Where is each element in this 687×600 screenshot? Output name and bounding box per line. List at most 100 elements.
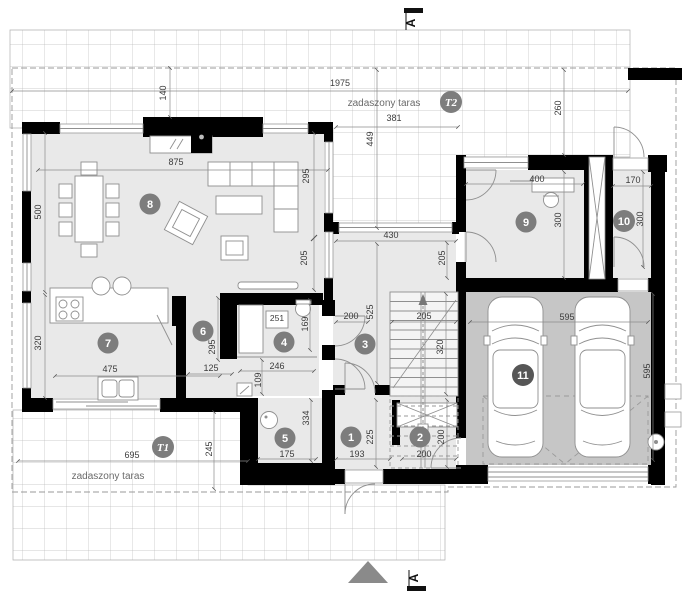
bar-stool	[91, 276, 111, 296]
kitchen-counter	[49, 287, 169, 324]
dim-r8-right-top: 295	[301, 168, 311, 183]
svg-text:T2: T2	[445, 97, 458, 109]
room-badge-7: 7	[97, 332, 119, 354]
dim-r11-width: 595	[559, 312, 574, 322]
svg-text:1: 1	[348, 432, 354, 444]
dim-r10-width: 170	[625, 175, 640, 185]
room-badge-3: 3	[354, 333, 376, 355]
window-hall-glazing	[338, 222, 453, 233]
section-markers: A A	[348, 8, 426, 591]
dim-r7-width: 475	[102, 364, 117, 374]
dim-t2-side: 260	[553, 100, 563, 115]
dim-t2-edge: 140	[158, 85, 168, 100]
dim-r4-height: 169	[300, 316, 310, 331]
door-office-hall	[465, 231, 497, 263]
stove	[55, 296, 84, 322]
front-door	[344, 469, 384, 515]
window-living-right	[324, 141, 334, 279]
dim-r2-height: 200	[436, 429, 446, 444]
room-badge-5: 5	[274, 427, 296, 449]
section-letter-top: A	[404, 18, 418, 27]
room-badges: 8 7 6 4 5 3 1 2 9 10 11 T2 T1	[97, 91, 635, 458]
room-badge-2: 2	[409, 426, 431, 448]
room-badge-10: 10	[613, 210, 635, 232]
dim-r3-stair-width: 205	[416, 311, 431, 321]
dim-r5-height: 334	[301, 410, 311, 425]
chimney-flue-icon	[199, 134, 204, 140]
dim-total-width: 1975	[330, 78, 350, 88]
sofa-set	[163, 161, 299, 290]
dim-r3-height: 525	[365, 304, 375, 319]
garage-pilaster-window	[664, 383, 682, 400]
wardrobe	[396, 402, 458, 428]
svg-text:5: 5	[282, 433, 288, 445]
svg-text:7: 7	[105, 338, 111, 350]
dim-r10-height: 300	[635, 211, 645, 226]
sink-bowl	[118, 379, 135, 398]
room-badge-9: 9	[515, 211, 537, 233]
coffee-table	[215, 195, 263, 215]
kitchen-fixtures	[49, 276, 169, 401]
flame-icon	[169, 138, 184, 150]
dim-t1-depth: 245	[204, 441, 214, 456]
dim-r1-height: 225	[365, 429, 375, 444]
stair-direction-arrow	[418, 294, 428, 305]
dim-r2-width: 200	[416, 449, 431, 459]
svg-text:3: 3	[362, 339, 368, 351]
dim-r8-height: 500	[33, 204, 43, 219]
svg-text:T1: T1	[157, 442, 169, 454]
garage-door-threshold	[487, 466, 649, 482]
terrace-t1-label: zadaszony taras	[72, 471, 145, 482]
door-office-terrace	[465, 169, 497, 201]
bathroom-fixtures	[236, 299, 317, 397]
dim-r1-width: 193	[349, 449, 364, 459]
dim-r6-height: 295	[207, 339, 217, 354]
section-cut-bar-bottom	[407, 586, 426, 591]
section-letter-bottom: A	[407, 573, 421, 582]
dim-r9-height: 300	[553, 212, 563, 227]
door-room10-outside	[612, 126, 649, 171]
door-room1-hall	[344, 362, 376, 394]
garage-pilaster-window	[664, 411, 682, 428]
dimension-lines	[9, 65, 656, 492]
terrace-badge-t2: T2	[440, 91, 462, 113]
doors	[156, 126, 649, 515]
dim-t2-depth: 449	[365, 131, 375, 146]
window-office-top	[463, 156, 529, 169]
dim-r9-width: 400	[529, 174, 544, 184]
tv-bench	[237, 281, 299, 290]
window-living-left	[22, 133, 32, 389]
dim-t2-width: 381	[386, 113, 401, 123]
svg-text:4: 4	[281, 337, 288, 349]
dim-r7-height: 320	[33, 335, 43, 350]
washer	[265, 310, 289, 329]
dim-r3-top-width: 430	[383, 230, 398, 240]
washbasin	[260, 411, 278, 429]
office-chair	[543, 192, 559, 208]
svg-text:10: 10	[618, 216, 630, 228]
dim-r11-height: 595	[642, 363, 652, 378]
svg-text:6: 6	[200, 326, 206, 338]
dim-r8-right-bottom: 205	[299, 250, 309, 265]
dim-r4-hall-height: 109	[253, 372, 263, 387]
room-badge-1: 1	[340, 426, 362, 448]
room-badge-8: 8	[139, 193, 161, 215]
bath-counter	[238, 304, 264, 354]
svg-text:2: 2	[417, 432, 423, 444]
dim-r3-door: 200	[343, 311, 358, 321]
terrace-badge-t1: T1	[152, 436, 174, 458]
garage-door-swing	[482, 395, 649, 465]
room-8-7-fill	[31, 128, 324, 398]
room-badge-6: 6	[192, 320, 214, 342]
ventilation-shaft	[588, 156, 606, 280]
dim-r8-width: 875	[168, 157, 183, 167]
window-living-top	[59, 123, 309, 134]
fireplace	[149, 128, 213, 154]
dim-r3-top-height: 205	[437, 250, 447, 265]
windows	[22, 123, 682, 482]
dim-r4-hall-width: 246	[269, 361, 284, 371]
car	[570, 296, 635, 458]
room-badge-4: 4	[273, 331, 295, 353]
dimension-texts: 1975 140 381 449 260 zadaszony taras 875…	[33, 78, 652, 482]
